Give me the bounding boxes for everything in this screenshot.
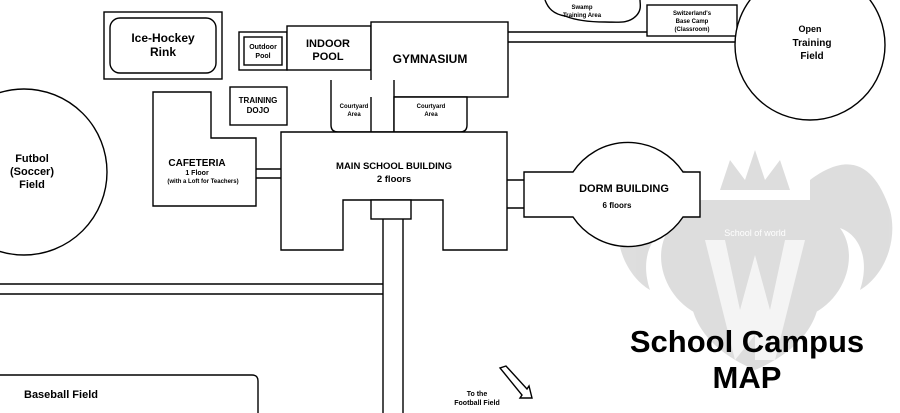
- swamp-training-area[interactable]: Swamp Training Area: [544, 0, 642, 23]
- outdoor-pool-label-1: Outdoor: [249, 44, 277, 51]
- gymnasium-label: GYMNASIUM: [393, 52, 468, 66]
- indoor-pool-label-1: INDOOR: [306, 38, 350, 50]
- football-arrow-label-2: Football Field: [454, 400, 500, 407]
- outdoor-pool[interactable]: Outdoor Pool: [238, 31, 288, 71]
- base-camp-label-3: (Classroom): [674, 27, 709, 33]
- base-camp-classroom[interactable]: Switzerland's Base Camp (Classroom): [646, 4, 738, 37]
- shield-shape: [690, 200, 820, 370]
- open-field-label-1: Open: [798, 24, 821, 34]
- dorm-label-2: 6 floors: [603, 201, 632, 210]
- futbol-label-3: Field: [19, 179, 45, 191]
- courtyard-left[interactable]: Courtyard Area: [330, 80, 395, 133]
- ice-hockey-label-2: Rink: [150, 45, 176, 59]
- futbol-label-2: (Soccer): [10, 166, 54, 178]
- training-dojo[interactable]: TRAINING DOJO: [229, 86, 288, 126]
- crown-shape: [720, 150, 790, 190]
- watermark-emblem: School of world: [617, 150, 893, 370]
- baseball-field[interactable]: Baseball Field: [0, 374, 259, 413]
- base-camp-label-1: Switzerland's: [673, 11, 712, 17]
- courtyard-left-label-1: Courtyard: [340, 104, 369, 110]
- courtyard-left-label-2: Area: [347, 112, 361, 118]
- map-title-line1: School Campus: [630, 324, 864, 359]
- football-field-arrow[interactable]: To the Football Field: [454, 365, 533, 407]
- courtyard-right[interactable]: Courtyard Area: [393, 96, 468, 133]
- courtyard-right-label-2: Area: [424, 112, 438, 118]
- courtyard-right-label-1: Courtyard: [417, 104, 446, 110]
- open-field-label-3: Field: [800, 51, 823, 62]
- main-building-label-1: MAIN SCHOOL BUILDING: [336, 161, 452, 172]
- arrow-icon: [498, 365, 533, 399]
- main-school-building[interactable]: MAIN SCHOOL BUILDING 2 floors: [280, 131, 508, 251]
- map-title: School Campus MAP: [630, 324, 864, 395]
- open-training-field[interactable]: Open Training Field: [734, 0, 886, 121]
- baseball-label: Baseball Field: [24, 389, 98, 401]
- dorm-building[interactable]: DORM BUILDING 6 floors: [523, 141, 701, 248]
- right-wing-shape: [810, 164, 893, 315]
- base-camp-label-2: Base Camp: [676, 19, 709, 25]
- swamp-label-1: Swamp: [571, 5, 592, 11]
- cafeteria-label-1: CAFETERIA: [168, 158, 225, 169]
- football-arrow-label-1: To the: [467, 391, 488, 398]
- training-dojo-label-2: DOJO: [247, 106, 270, 115]
- outdoor-pool-label-2: Pool: [255, 53, 270, 60]
- futbol-label-1: Futbol: [15, 153, 49, 165]
- ice-hockey-rink[interactable]: Ice-Hockey Rink: [103, 11, 223, 80]
- open-field-label-2: Training: [793, 38, 832, 49]
- futbol-soccer-field[interactable]: Futbol (Soccer) Field: [0, 88, 108, 256]
- main-building-label-2: 2 floors: [377, 174, 411, 185]
- ice-hockey-label-1: Ice-Hockey: [131, 31, 195, 45]
- training-dojo-label-1: TRAINING: [239, 96, 278, 105]
- swamp-label-2: Training Area: [563, 13, 602, 19]
- cafeteria-label-2: 1 Floor: [185, 170, 209, 177]
- cafeteria-label-3: (with a Loft for Teachers): [167, 179, 238, 185]
- w-letter-shape: [705, 240, 805, 360]
- indoor-pool-label-2: POOL: [312, 51, 343, 63]
- watermark-text: School of world: [724, 228, 786, 238]
- cafeteria[interactable]: CAFETERIA 1 Floor (with a Loft for Teach…: [152, 91, 257, 207]
- indoor-pool[interactable]: INDOOR POOL: [286, 25, 372, 71]
- map-title-line2: MAP: [713, 360, 782, 395]
- dorm-label-1: DORM BUILDING: [579, 183, 669, 195]
